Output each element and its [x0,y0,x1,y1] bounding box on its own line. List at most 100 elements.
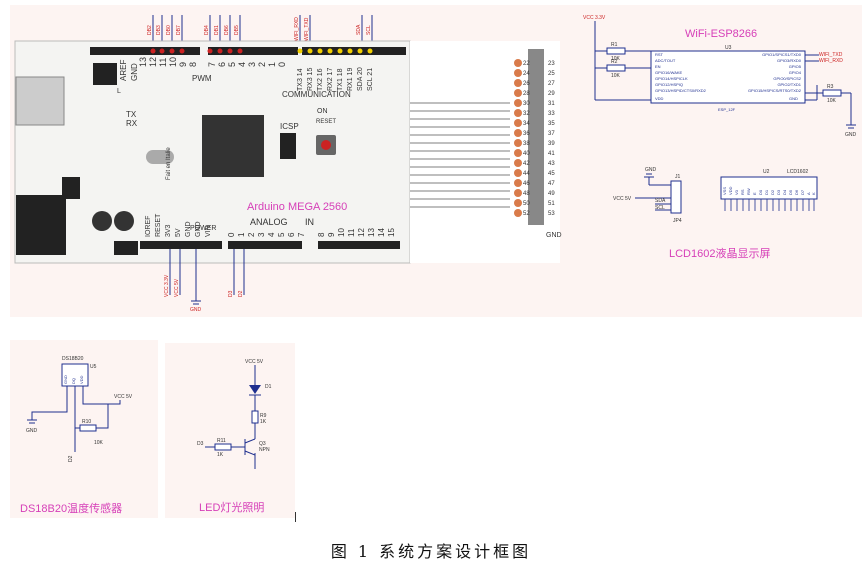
wifi-wires [594,21,856,129]
power-pin: VIN [205,225,212,237]
esp-pin: GPIO0/SPICS2 [773,76,801,81]
comm-pin: RX1 19 [347,68,354,91]
icsp-label: ICSP [280,122,299,131]
comm-pin-labels: TX3 14 RX3 15 TX2 16 RX2 17 TX1 18 RX1 1… [297,67,374,91]
r2-value: 10K [611,73,621,79]
r11 [214,443,232,451]
comm-pin: RX2 17 [327,68,334,91]
power-jack [16,195,66,255]
esp-pin: GPIO1/SPICS1/TXD0 [762,52,802,57]
text-cursor [295,512,296,522]
analog-pin: 2 [247,232,256,237]
lcd-pin: D0 [758,189,763,195]
esp8266-module [650,50,806,104]
led-vcc: VCC 5V [245,359,264,365]
esp-pin: GPIO4 [789,70,802,75]
header-pin: 22 [523,61,530,67]
header-pin: 51 [548,201,555,207]
header-pin: 52 [523,211,530,217]
r3-value: 10K [827,98,837,104]
net-label: WIFI_RXD [294,17,300,41]
comm-pin: RX3 15 [307,68,314,91]
header-pin: 31 [548,101,555,107]
lcd-title: LCD1602液晶显示屏 [669,246,770,260]
analog-pin: 13 [367,228,376,237]
crystal [146,150,174,164]
led-net: D3 [197,441,204,447]
led-diode [249,385,261,394]
gnd-label: GND [130,63,139,81]
header-pin: 32 [523,111,530,117]
analog-pin: 0 [227,232,236,237]
pwm-pin: 8 [188,62,198,67]
l-label: L [117,88,121,95]
on-label: ON [317,108,328,115]
pwm-pin: 9 [178,62,188,67]
header-pin: 24 [523,71,530,77]
header-pin-numbers-right: 23 25 27 29 31 33 35 37 39 41 43 45 47 4… [548,61,555,217]
header-pin: 49 [548,191,555,197]
ds18b20-ref: U5 [90,364,97,370]
wifi-panel: WiFi-ESP8266 VCC 3.3V U3 R1 10K R2 10K R… [583,5,862,317]
lcd-ref: U2 [763,169,770,175]
ds18b20-pin: VDD [79,375,84,384]
ds18b20-title: DS18B20温度传感器 [20,501,122,515]
pwm-pin: 4 [237,62,247,67]
lcd-pin: D3 [776,189,781,195]
analog-header-2 [318,241,400,249]
pwm-pin: 11 [158,58,168,67]
power-pin-labels: IOREF RESET 3V3 5V GND GND VIN [145,213,212,237]
led-diode-label: D1 [265,384,272,390]
analog-pin: 3 [257,232,266,237]
pwm-pin-numbers: 13 12 11 10 9 8 7 6 5 4 3 2 1 0 [138,57,287,67]
net-label: D3 [228,290,234,297]
net-label: DB4 [204,25,210,35]
lcd-scl-label: SCL [655,205,665,211]
net-label: D2 [238,290,244,297]
ds18b20-gnd: GND [26,428,38,434]
header-pin-numbers: 22 24 26 28 30 32 34 36 38 40 42 44 46 4… [523,61,530,217]
mcu-chip [202,115,264,177]
bottom-net-lines [169,249,245,305]
net-label: SDA [356,24,362,35]
r9 [251,410,259,424]
lcd-pin: RS [740,189,745,195]
esp-pin: EN [655,64,661,69]
q3-type: NPN [259,447,270,453]
pwm-pin: 6 [217,62,227,67]
net-label: DB1 [214,25,220,35]
pwm-label: PWM [192,74,212,83]
r2 [606,64,626,72]
header-pin: 44 [523,171,530,177]
net-label: VCC 3.3V [164,274,170,297]
led-schematic: VCC 5V D1 R9 1K R11 1K D3 Q3 NPN LED灯光照明 [197,359,272,514]
header-pin: 29 [548,91,555,97]
esp-pin: RST [655,52,664,57]
pwm-pin: 12 [148,57,158,67]
header-pin: 47 [548,181,555,187]
top-net-labels: DB2 DB3 DB0 DB7 DB4 DB1 DB6 DB5 WIFI_RXD… [147,17,372,41]
esp-pin: GPIO2/TXD1 [777,82,801,87]
ds18b20-pin: DQ [71,378,76,384]
wifi-title: WiFi-ESP8266 [685,28,757,40]
top-pins-red [150,48,243,54]
digital-header-right [302,47,406,55]
esp-vdd: VDD [655,96,664,101]
esp-pin: ADC/TOUT [655,58,676,63]
power-pin: GND [195,221,202,237]
comm-pin: SDA 20 [357,67,364,91]
icsp-header [93,63,117,85]
power-header [140,241,222,249]
esp-gnd: GND [789,96,798,101]
lcd-conn-ref: J1 [675,174,681,180]
analog-pin: 15 [387,228,396,237]
comm-pin: SCL 21 [367,68,374,91]
reset-button-cap [321,140,331,150]
r11-label: R11 [217,438,226,444]
net-label: DB6 [224,25,230,35]
ds18b20-net: D2 [68,455,74,462]
esp-pin: GPIO3/RXD0 [777,58,802,63]
lcd-gnd-label: GND [645,167,657,173]
lcd-pin: D2 [770,189,775,195]
analog-pin: 5 [277,232,286,237]
